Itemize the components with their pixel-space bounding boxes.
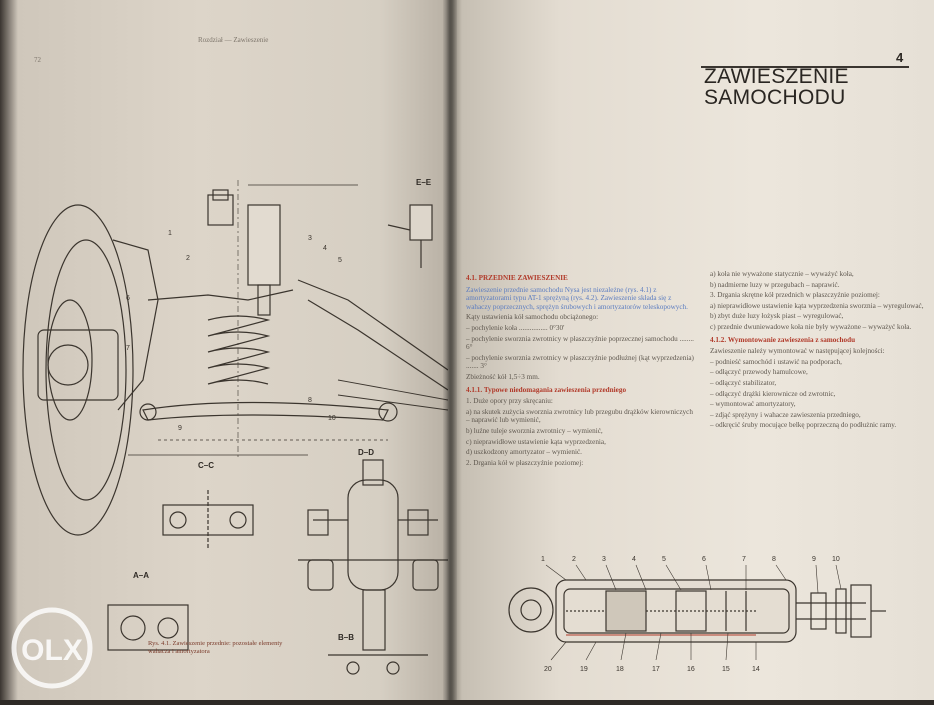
callout-2: 2 xyxy=(186,255,190,262)
col-b2-para-6: – wymontować amortyzatory, xyxy=(710,400,796,409)
col-a2-para-1: 1. Duże opory przy skręcaniu: xyxy=(466,397,553,406)
col-a2-para-2: a) na skutek zużycia sworznia zwrotnicy … xyxy=(466,407,693,425)
chapter-title-line2: SAMOCHODU xyxy=(704,86,846,109)
shock-callout-3: 3 xyxy=(602,556,606,563)
chapter-rule xyxy=(701,66,909,68)
shock-absorber-lower xyxy=(257,284,271,316)
left-running-head: Rozdział — Zawieszenie 72 xyxy=(8,36,438,64)
col-b-para-5: b) zbyt duże luzy łożysk piast – wyregul… xyxy=(710,312,844,321)
hub-assembly xyxy=(37,329,119,401)
col-b-para-1: a) koła nie wyważone statycznie – wyważy… xyxy=(710,270,854,278)
steering-knuckle xyxy=(112,239,159,411)
detail-e-body xyxy=(409,204,433,241)
shock-callout-10: 10 xyxy=(832,556,840,563)
col-b2-para-2: – podnieść samochód i ustawić na podpora… xyxy=(710,357,842,366)
shock-callout-1: 1 xyxy=(541,556,545,563)
olx-watermark-logo: OLX xyxy=(11,607,93,689)
frame-member xyxy=(297,279,448,391)
shock-callout-9: 9 xyxy=(812,556,816,563)
col-b-para-3: 3. Drgania skrętne kół przednich w płasz… xyxy=(710,291,880,300)
shock-callout-5: 5 xyxy=(662,556,666,563)
running-head-title: Rozdział — Zawieszenie xyxy=(198,36,269,44)
section-heading: 4.1. PRZEDNIE ZAWIESZENIE xyxy=(466,274,568,282)
col-a-para-3: – pochylenie koła ................ 0°30' xyxy=(466,323,565,332)
book-gutter xyxy=(443,0,457,700)
shock-callout-18: 18 xyxy=(616,666,624,673)
kingpin-section xyxy=(298,459,448,675)
col-a-para-6: Zbieżność kół 1,5÷3 mm. xyxy=(466,372,540,381)
section-label-c: C–C xyxy=(198,461,214,470)
wheel-outline xyxy=(22,204,134,536)
detail-c-assembly xyxy=(107,490,254,651)
figure-caption: Rys. 4.1. Zawieszenie przednie: pozostał… xyxy=(148,640,283,655)
col-a2-para-6: 2. Drgania kół w płaszczyźnie poziomej: xyxy=(466,458,584,467)
col-a2-para-4: c) nieprawidłowe ustawienie kąta wyprzed… xyxy=(466,437,606,446)
callout-7: 7 xyxy=(126,345,130,352)
shock-absorber-cutaway-drawing: 1 2 3 4 5 6 7 8 9 10 20 19 18 17 16 15 1… xyxy=(508,556,886,673)
piston-rod xyxy=(796,602,866,620)
callout-4: 4 xyxy=(323,245,327,252)
callout-5: 5 xyxy=(338,257,342,264)
shock-callout-15: 15 xyxy=(722,666,730,673)
shock-callout-16: 16 xyxy=(687,666,695,673)
section-label-a: A–A xyxy=(133,571,149,580)
shock-mount-eye-left xyxy=(508,587,554,633)
col-a-para-1: Zawieszenie przednie samochodu Nysa jest… xyxy=(466,285,688,311)
col-b2-para-8: – odkręcić śruby mocujące belkę poprzecz… xyxy=(710,421,897,430)
col-b2-para-5: – odłączyć drążki kierownicze od zwrotni… xyxy=(710,389,836,398)
callout-10: 10 xyxy=(328,415,336,422)
col-b2-para-1: Zawieszenie należy wymontować w następuj… xyxy=(710,347,885,356)
upper-wishbone xyxy=(147,289,294,301)
col-a-para-4: – pochylenie sworznia zwrotnicy w płaszc… xyxy=(466,334,694,352)
subsection-heading-1: 4.1.1. Typowe niedomagania zawieszenia p… xyxy=(466,385,627,394)
shock-callout-17: 17 xyxy=(652,666,660,673)
section-label-d: D–D xyxy=(358,448,374,457)
col-b2-para-4: – odłączyć stabilizator, xyxy=(710,378,777,387)
section-label-e: E–E xyxy=(416,178,432,187)
subsection-heading-2: 4.1.2. Wymontowanie zawieszenia z samoch… xyxy=(710,335,856,344)
col-a2-para-3: b) luźne tuleje sworznia zwrotnicy – wym… xyxy=(466,426,603,435)
col-b-para-6: c) przednie dwuniewadowe koła nie były w… xyxy=(710,322,912,331)
shock-body-inner xyxy=(563,588,790,634)
col-b2-para-7: – zdjąć sprężyny i wahacze zawieszenia p… xyxy=(710,410,861,419)
front-suspension-drawing: 1 2 3 4 5 6 7 8 9 10 E–E C–C D–D A–A B–B xyxy=(22,178,448,675)
left-page-number: 72 xyxy=(34,56,41,64)
col-a-para-5: – pochylenie sworznia zwrotnicy w płaszc… xyxy=(466,353,694,371)
shock-callout-20: 20 xyxy=(544,666,552,673)
col-b-para-4: a) nieprawidłowe ustawienie kąta wyprzed… xyxy=(710,301,924,310)
shock-callout-14: 14 xyxy=(752,666,760,673)
shock-callout-6: 6 xyxy=(702,556,706,563)
right-page: 4 ZAWIESZENIE SAMOCHODU 4.1. PRZEDNIE ZA… xyxy=(456,0,934,700)
left-page: Rozdział — Zawieszenie 72 xyxy=(8,0,448,700)
chapter-title: ZAWIESZENIE SAMOCHODU xyxy=(704,66,884,108)
section-label-b: B–B xyxy=(338,633,354,642)
shock-mount-top xyxy=(850,584,872,638)
col-b2-para-3: – odłączyć przewody hamulcowe, xyxy=(710,368,808,377)
callout-8: 8 xyxy=(308,397,312,404)
text-column-right: a) koła nie wyważone statycznie – wyważy… xyxy=(710,270,928,432)
svg-text:OLX: OLX xyxy=(21,634,83,667)
shock-callout-19: 19 xyxy=(580,666,588,673)
callout-6: 6 xyxy=(126,295,130,302)
shock-absorber-upper xyxy=(247,204,281,286)
lower-wishbone xyxy=(142,401,389,421)
chapter-title-line1: ZAWIESZENIE xyxy=(704,65,849,88)
callout-3: 3 xyxy=(308,235,312,242)
shock-callout-8: 8 xyxy=(772,556,776,563)
text-column-left: 4.1. PRZEDNIE ZAWIESZENIE Zawieszenie pr… xyxy=(466,270,694,469)
callout-1: 1 xyxy=(168,230,172,237)
callout-9: 9 xyxy=(178,425,182,432)
shock-callout-4: 4 xyxy=(632,556,636,563)
col-a-para-2: Kąty ustawienia kół samochodu obciążoneg… xyxy=(466,313,599,322)
shock-callout-2: 2 xyxy=(572,556,576,563)
shock-callout-7: 7 xyxy=(742,556,746,563)
col-a2-para-5: d) uszkodzony amortyzator – wymienić. xyxy=(466,448,582,457)
chapter-number: 4 xyxy=(896,50,904,65)
col-b-para-2: b) nadmierne luzy w przegubach – naprawi… xyxy=(710,280,840,289)
